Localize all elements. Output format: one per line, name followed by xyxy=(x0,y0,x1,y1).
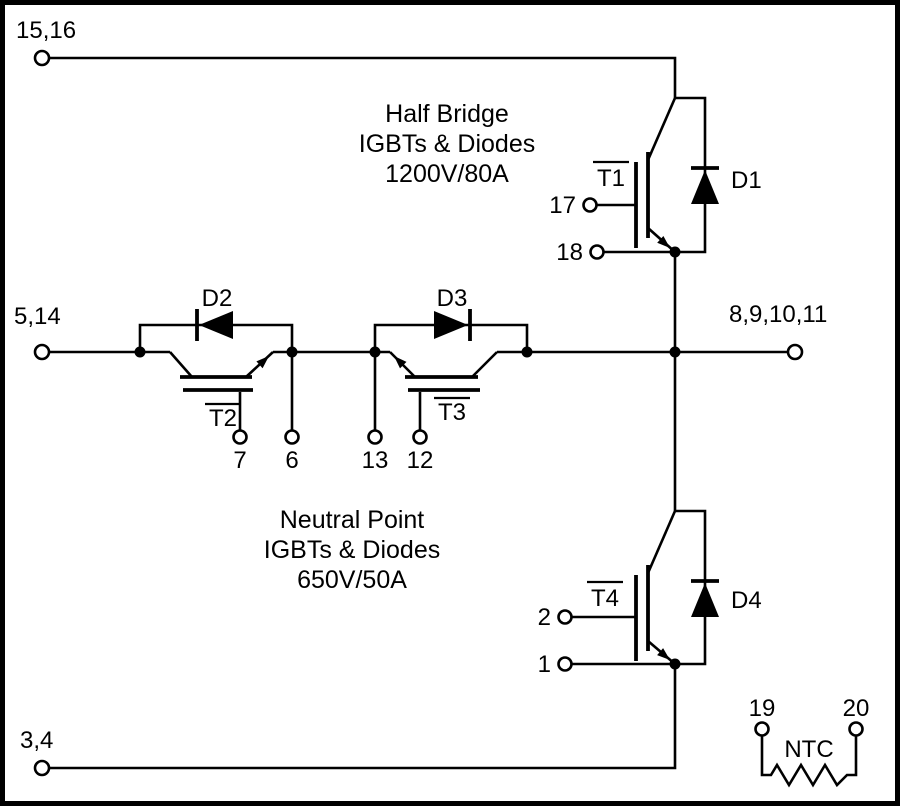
terminal-label-1: 1 xyxy=(538,651,551,678)
junction-d3-left xyxy=(369,346,381,358)
ntc-thermistor: 19 20 NTC xyxy=(749,695,870,788)
t1-label: T1 xyxy=(597,165,625,192)
terminal-18 xyxy=(589,244,605,260)
terminal-13 xyxy=(367,429,383,445)
terminal-8-9-10-11 xyxy=(786,343,804,361)
terminal-5-14 xyxy=(33,343,51,361)
terminal-label-20: 20 xyxy=(843,695,870,722)
terminal-label-7: 7 xyxy=(233,447,246,474)
annotation-half-bridge: Half Bridge IGBTs & Diodes 1200V/80A xyxy=(359,100,535,188)
t2-collector-wire xyxy=(169,351,193,378)
d3-triangle xyxy=(434,311,468,339)
terminal-label-8-9-10-11: 8,9,10,11 xyxy=(729,301,827,328)
terminal-label-18: 18 xyxy=(556,239,583,266)
diode-d3: D3 xyxy=(373,285,529,352)
terminal-label-15-16: 15,16 xyxy=(16,17,76,44)
t2-emitter-arrow xyxy=(256,356,269,369)
junction-d2-left xyxy=(134,346,146,358)
terminal-17 xyxy=(582,197,598,213)
junction-d3-right xyxy=(521,346,533,358)
d1-branch-wire xyxy=(675,96,707,254)
ntc-label: NTC xyxy=(784,736,833,763)
half-bridge-line2: IGBTs & Diodes xyxy=(359,130,535,158)
junction-t1-emitter xyxy=(669,246,681,258)
igbt-t4: 2 1 T4 xyxy=(538,510,677,678)
terminal-label-19: 19 xyxy=(749,695,776,722)
t2-label: T2 xyxy=(209,405,237,432)
terminal-label-13: 13 xyxy=(362,447,389,474)
dc-minus-rail: 3,4 xyxy=(20,727,53,777)
t3-label: T3 xyxy=(438,399,466,426)
t4-emitter-arrow xyxy=(657,648,670,660)
neutral-point-line3: 650V/50A xyxy=(297,566,407,594)
terminal-1 xyxy=(557,656,573,672)
terminal-15-16 xyxy=(33,49,51,67)
dc-plus-wire xyxy=(49,56,677,98)
terminal-label-17: 17 xyxy=(549,192,576,219)
dc-plus-rail: 15,16 xyxy=(16,17,677,98)
junction-t4-emitter xyxy=(669,658,681,670)
d4-label: D4 xyxy=(731,587,762,614)
terminal-6 xyxy=(284,429,300,445)
junction-d2-right xyxy=(286,346,298,358)
igbt-t3: 13 12 T3 xyxy=(362,351,498,474)
d1-triangle xyxy=(691,170,719,204)
junction-phase-output xyxy=(669,346,681,358)
t1-emitter-arrow xyxy=(657,236,670,248)
junction-dots xyxy=(134,246,681,670)
terminal-20 xyxy=(848,721,864,737)
diode-d2: D2 xyxy=(138,285,294,352)
phase-bus xyxy=(49,252,677,770)
d3-label: D3 xyxy=(437,285,468,312)
terminal-7 xyxy=(232,429,248,445)
t4-collector-wire xyxy=(646,510,677,574)
d2-triangle xyxy=(199,311,233,339)
bus-bottom-wire xyxy=(49,664,677,770)
terminal-12 xyxy=(412,429,428,445)
neutral-rail: 5,14 8,9,10,11 xyxy=(14,301,827,361)
d4-triangle xyxy=(691,583,719,617)
terminal-label-3-4: 3,4 xyxy=(20,727,53,754)
t1-collector-wire xyxy=(646,97,677,161)
annotation-neutral-point: Neutral Point IGBTs & Diodes 650V/50A xyxy=(264,506,440,594)
t3-collector-wire xyxy=(471,351,498,378)
igbt-t1: 17 18 T1 xyxy=(549,97,677,266)
diode-d1: D1 xyxy=(675,96,762,254)
d4-branch-wire xyxy=(675,509,707,666)
ntc-resistor-zigzag xyxy=(760,736,858,788)
t4-label: T4 xyxy=(591,585,619,612)
neutral-point-line2: IGBTs & Diodes xyxy=(264,536,440,564)
terminal-label-12: 12 xyxy=(407,447,434,474)
half-bridge-line3: 1200V/80A xyxy=(385,160,509,188)
terminal-3-4 xyxy=(33,759,51,777)
neutral-point-line1: Neutral Point xyxy=(280,506,425,534)
half-bridge-line1: Half Bridge xyxy=(385,100,509,128)
terminal-19 xyxy=(754,721,770,737)
terminal-label-2: 2 xyxy=(538,604,551,631)
diode-d4: D4 xyxy=(675,509,762,666)
t3-emitter-arrow xyxy=(394,356,407,369)
terminal-label-6: 6 xyxy=(285,447,298,474)
d2-label: D2 xyxy=(202,285,233,312)
terminal-2 xyxy=(557,609,573,625)
igbt-t2: 7 6 T2 xyxy=(169,351,300,474)
terminal-label-5-14: 5,14 xyxy=(14,303,61,330)
d1-label: D1 xyxy=(731,167,762,194)
